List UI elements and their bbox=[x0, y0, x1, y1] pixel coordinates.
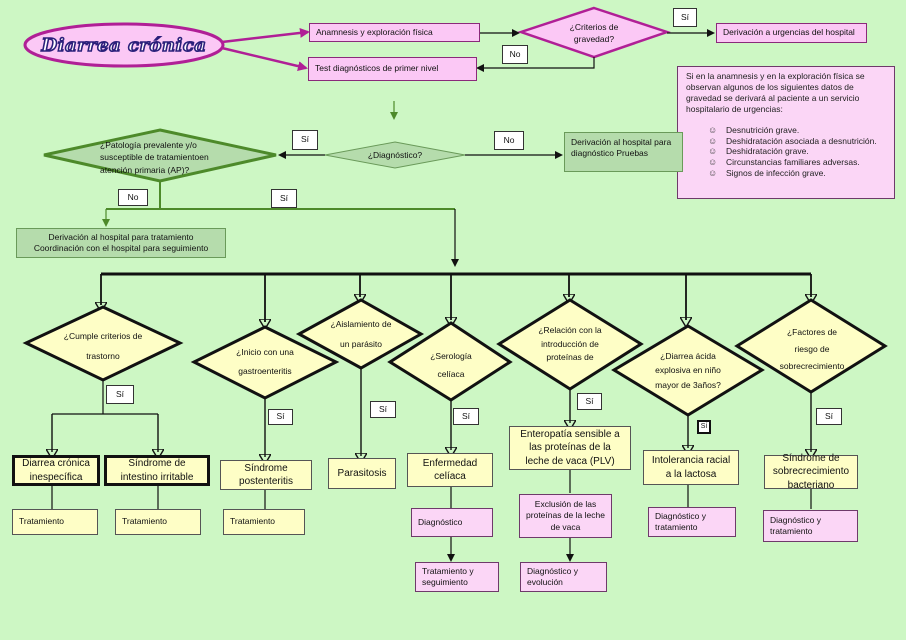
diagnostico-label: ¿Diagnóstico? bbox=[367, 150, 423, 160]
smiley-icon: ☺ bbox=[708, 125, 718, 136]
diagnostico-no-label: No bbox=[494, 131, 524, 150]
diagnostico-si-label: Sí bbox=[292, 130, 318, 150]
derivacion-diagnostico-box: Derivación al hospital para diagnóstico … bbox=[564, 132, 683, 172]
branch-si-5: Sí bbox=[577, 393, 602, 410]
list-item: ☺Circunstancias familiares adversas. bbox=[708, 157, 860, 168]
title-ellipse bbox=[23, 22, 225, 68]
result-lactosa: Intolerancia racial a la lactosa bbox=[643, 450, 739, 485]
patologia-si-label: Sí bbox=[271, 189, 297, 208]
branch-si-4: Sí bbox=[453, 408, 479, 425]
branch-question-3: ¿Aislamiento de un parásito bbox=[330, 319, 392, 349]
followup-tratamiento-seguimiento: Tratamiento y seguimiento bbox=[415, 562, 499, 592]
result-diarrea-inespecifica: Diarrea crónica inespecífica bbox=[12, 455, 100, 486]
derivacion-tratamiento-box: Derivación al hospital para tratamiento … bbox=[16, 228, 226, 258]
followup-tratamiento-2: Tratamiento bbox=[115, 509, 201, 535]
list-item: ☺Desnutrición grave. bbox=[708, 125, 800, 136]
list-item: ☺Signos de infección grave. bbox=[708, 167, 826, 178]
branch-si-6: Sí bbox=[697, 420, 711, 434]
diagnostico-diamond bbox=[324, 141, 466, 169]
branch-question-2: ¿Inicio con una gastroenteritis bbox=[236, 347, 294, 376]
list-item: ☺Deshidratación grave. bbox=[708, 146, 809, 157]
result-plv: Enteropatía sensible a las proteínas de … bbox=[509, 426, 631, 470]
test-box: Test diagnósticos de primer nivel bbox=[308, 57, 477, 81]
criterios-si-label: Sí bbox=[673, 8, 697, 27]
branch-question-5: ¿Relación con la introducción de proteín… bbox=[538, 325, 602, 363]
followup-diagnostico-evolucion: Diagnóstico y evolución bbox=[520, 562, 607, 592]
list-item: ☺Deshidratación asociada a desnutrición. bbox=[708, 135, 877, 146]
smiley-icon: ☺ bbox=[708, 157, 718, 168]
gravedad-list: ☺Desnutrición grave. ☺Deshidratación aso… bbox=[686, 125, 886, 178]
patologia-no-label: No bbox=[118, 189, 148, 206]
followup-diagnostico: Diagnóstico bbox=[411, 508, 493, 537]
title-label: Diarrea crónica bbox=[41, 34, 207, 57]
branch-question-6: ¿Diarrea ácida explosiva en niño mayor d… bbox=[655, 351, 721, 390]
followup-diagnostico-tratamiento-1: Diagnóstico y tratamiento bbox=[648, 507, 736, 537]
followup-tratamiento-1: Tratamiento bbox=[12, 509, 98, 535]
info-intro: Si en la anamnesis y en la exploración f… bbox=[686, 71, 865, 115]
result-celiaca: Enfermedad celíaca bbox=[407, 453, 493, 487]
patologia-label: ¿Patología prevalente y/o susceptible de… bbox=[100, 140, 209, 175]
branch-si-7: Sí bbox=[816, 408, 842, 425]
derivacion-urgencias-box: Derivación a urgencias del hospital bbox=[716, 23, 867, 43]
followup-tratamiento-3: Tratamiento bbox=[223, 509, 305, 535]
smiley-icon: ☺ bbox=[708, 146, 718, 157]
result-sobrecrecimiento: Síndrome de sobrecrecimiento bacteriano bbox=[764, 453, 858, 491]
arrow-title-test bbox=[221, 46, 308, 72]
branch-question-1: ¿Cumple criterios de trastorno bbox=[63, 331, 143, 362]
smiley-icon: ☺ bbox=[708, 167, 718, 178]
branch-si-1: Sí bbox=[106, 385, 134, 404]
branch-question-7: ¿Factores de riesgo de sobrecrecimiento bbox=[779, 327, 845, 371]
gravedad-info-box: Si en la anamnesis y en la exploración f… bbox=[677, 66, 895, 199]
criterios-label: ¿Criterios de gravedad? bbox=[569, 22, 619, 45]
anamnesis-box: Anamnesis y exploración física bbox=[309, 23, 480, 42]
result-postenteritis: Síndrome postenteritis bbox=[220, 460, 312, 490]
branch-question-4: ¿Serología celíaca bbox=[430, 351, 472, 379]
branch-si-3: Sí bbox=[370, 401, 396, 418]
followup-diagnostico-tratamiento-2: Diagnóstico y tratamiento bbox=[763, 510, 858, 542]
smiley-icon: ☺ bbox=[708, 135, 718, 146]
branch-si-2: Sí bbox=[268, 409, 293, 425]
result-intestino-irritable: Síndrome de intestino irritable bbox=[104, 455, 210, 486]
followup-exclusion: Exclusión de las proteínas de la leche d… bbox=[519, 494, 612, 538]
criterios-no-label: No bbox=[502, 45, 528, 64]
result-parasitosis: Parasitosis bbox=[328, 458, 396, 489]
arrow-title-anamnesis bbox=[221, 27, 310, 44]
